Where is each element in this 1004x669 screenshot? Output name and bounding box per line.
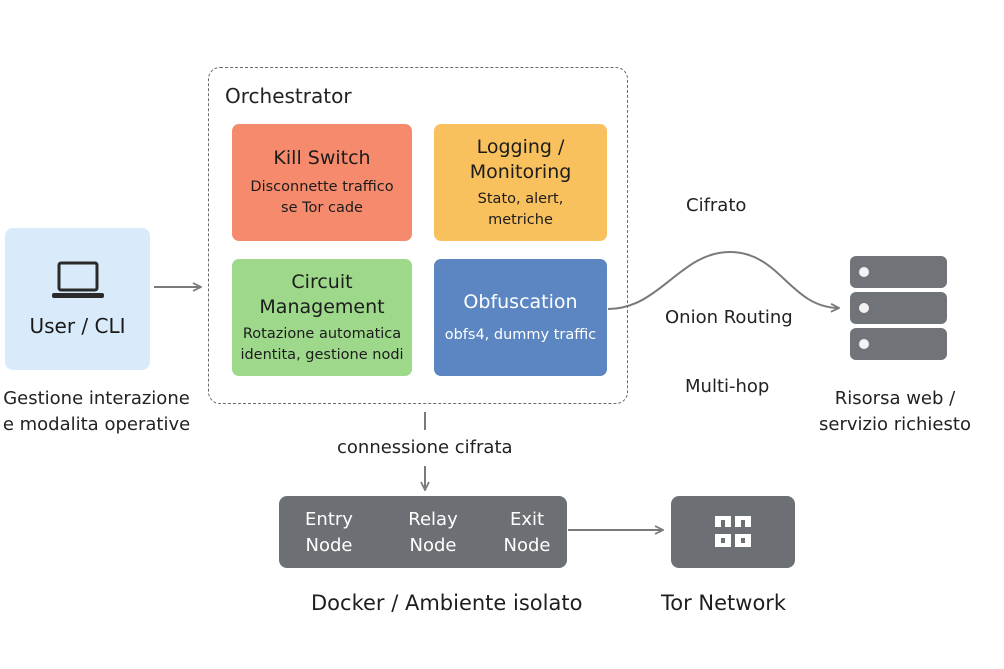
kill-switch-card: Kill Switch Disconnette traffico se Tor …	[232, 124, 412, 241]
logging-title-line2: Monitoring	[469, 160, 572, 183]
multi-hop-label: Multi-hop	[685, 376, 770, 397]
user-caption: Gestione interazione e modalita operativ…	[0, 386, 193, 438]
tor-network-box	[671, 496, 795, 568]
circuit-title: Circuit Management	[259, 270, 384, 320]
tor-network-icon	[715, 516, 751, 547]
entry-node: Entry Node	[284, 507, 374, 559]
relay-node-line2: Node	[409, 535, 457, 556]
docker-box: Entry Node Relay Node Exit Node	[279, 496, 567, 568]
logging-desc: Stato, alert, metriche	[478, 189, 564, 231]
circuit-desc: Rotazione automatica identita, gestione …	[240, 324, 403, 366]
server-led-icon	[859, 267, 869, 277]
circuit-title-line2: Management	[259, 295, 385, 318]
onion-route-curve	[607, 250, 838, 309]
exit-node-line2: Node	[503, 535, 551, 556]
circuit-desc-line2: identita, gestione nodi	[240, 346, 404, 363]
obfuscation-card: Obfuscation obfs4, dummy traffic	[434, 259, 607, 376]
logging-card: Logging / Monitoring Stato, alert, metri…	[434, 124, 607, 241]
exit-node: Exit Node	[482, 507, 572, 559]
orchestrator-container	[208, 67, 628, 404]
circuit-desc-line1: Rotazione automatica	[242, 325, 402, 342]
obfuscation-desc: obfs4, dummy traffic	[444, 326, 597, 343]
server-unit	[850, 328, 947, 360]
kill-switch-desc-line2: se Tor cade	[281, 200, 363, 216]
encrypted-label: Cifrato	[686, 195, 747, 216]
resource-caption: Risorsa web / servizio richiesto	[810, 386, 980, 438]
laptop-icon	[51, 261, 104, 298]
server-unit	[850, 256, 947, 288]
relay-node: Relay Node	[388, 507, 478, 559]
user-caption-line2: e modalita operative	[2, 414, 191, 435]
resource-caption-line1: Risorsa web /	[834, 388, 956, 409]
server-led-icon	[859, 339, 869, 349]
docker-caption: Docker / Ambiente isolato	[311, 591, 583, 615]
encrypted-connection-label: connessione cifrata	[337, 437, 513, 458]
user-caption-line1: Gestione interazione	[3, 388, 190, 409]
logging-title-line1: Logging /	[476, 135, 565, 158]
onion-routing-label: Onion Routing	[665, 307, 793, 328]
user-cli-label: User / CLI	[29, 314, 126, 338]
entry-node-line2: Node	[305, 535, 353, 556]
user-cli-box: User / CLI	[5, 228, 150, 370]
tor-caption: Tor Network	[661, 591, 787, 615]
orchestrator-title: Orchestrator	[225, 84, 352, 108]
resource-caption-line2: servizio richiesto	[819, 414, 971, 435]
circuit-title-line1: Circuit	[291, 270, 353, 293]
logging-desc-line2: metriche	[488, 211, 553, 228]
kill-switch-desc-line1: Disconnette traffico	[250, 179, 394, 195]
server-unit	[850, 292, 947, 324]
exit-node-line1: Exit	[509, 509, 545, 530]
kill-switch-title: Kill Switch	[273, 147, 371, 169]
logging-title: Logging / Monitoring	[470, 135, 572, 185]
kill-switch-desc: Disconnette traffico se Tor cade	[250, 177, 393, 219]
entry-node-line1: Entry	[305, 509, 353, 530]
logging-desc-line1: Stato, alert,	[477, 190, 564, 207]
server-led-icon	[859, 303, 869, 313]
circuit-management-card: Circuit Management Rotazione automatica …	[232, 259, 412, 376]
obfuscation-title: Obfuscation	[463, 290, 578, 313]
relay-node-line1: Relay	[408, 509, 458, 530]
